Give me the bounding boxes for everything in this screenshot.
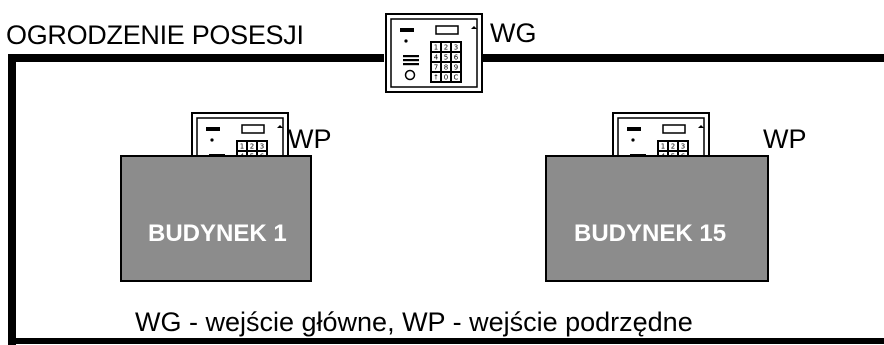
call-button-icon: [404, 69, 416, 81]
keypad-key-label: 2: [444, 44, 448, 52]
keypad-key: [669, 142, 677, 150]
keypad-key-label: 3: [454, 44, 458, 52]
keypad-key: [452, 63, 460, 71]
keypad-key: [442, 73, 450, 81]
building-15-entrance-tag: WP: [763, 124, 807, 154]
keypad-key: [452, 73, 460, 81]
keypad-key: [452, 43, 460, 51]
keypad-key: [258, 142, 266, 150]
keypad-key-label: 3: [260, 143, 264, 151]
speaker-grille-icon: [403, 63, 419, 66]
status-led-icon: [631, 138, 635, 142]
keypad-key-label: 9: [454, 64, 458, 72]
property-fence: [8, 54, 884, 345]
brand-logo-icon: [206, 127, 220, 131]
display-window: [662, 124, 686, 134]
display-window: [435, 25, 459, 35]
screw-icon: [698, 125, 704, 128]
keypad-key-label: C: [454, 74, 459, 82]
status-led-icon: [210, 138, 214, 142]
main-entrance-tag: WG: [490, 18, 537, 48]
building-1-entrance-tag: WP: [288, 124, 332, 154]
keypad-key-label: 8: [444, 64, 448, 72]
keypad-key: [442, 63, 450, 71]
keypad-key: [432, 73, 440, 81]
panel-inner-frame: [390, 18, 478, 88]
speaker-grille-icon: [403, 59, 419, 62]
building-1-name: BUDYNEK 1: [148, 220, 287, 247]
keypad-key-label: 1: [661, 143, 665, 151]
keypad-key-label: 2: [671, 143, 675, 151]
keypad-key: [432, 63, 440, 71]
keypad-key: [248, 142, 256, 150]
brand-logo-icon: [400, 28, 414, 32]
keypad-key-label: 4: [434, 54, 439, 62]
keypad-key: [432, 43, 440, 51]
keypad-key-label: 7: [434, 64, 438, 72]
display-window: [241, 124, 265, 134]
fence-label: OGRODZENIE POSESJI: [6, 20, 304, 50]
keypad-key: [442, 43, 450, 51]
building-1: [120, 155, 312, 282]
keypad-key: [452, 53, 460, 61]
speaker-grille-icon: [403, 55, 419, 58]
keypad-key-label: 5: [444, 54, 448, 62]
keypad-key: [659, 142, 667, 150]
brand-logo-icon: [627, 127, 641, 131]
building-15: [545, 155, 769, 282]
keypad-key-label: 0: [444, 74, 448, 82]
legend: WG - wejście główne, WP - wejście podrzę…: [135, 307, 693, 337]
keypad-key-label: 1: [434, 44, 438, 52]
keypad-key: [442, 53, 450, 61]
status-led-icon: [404, 39, 408, 43]
building-15-name: BUDYNEK 15: [574, 220, 727, 247]
keypad-key: [679, 142, 687, 150]
keypad-key-label: ↑: [433, 74, 439, 82]
screw-icon: [277, 125, 283, 128]
keypad-key-label: 2: [250, 143, 254, 151]
keypad-key-label: 3: [681, 143, 685, 151]
keypad-key-label: 1: [240, 143, 244, 151]
keypad-key: [432, 53, 440, 61]
keypad-key: [238, 142, 246, 150]
screw-icon: [471, 26, 477, 29]
keypad-key-label: 6: [454, 54, 459, 62]
